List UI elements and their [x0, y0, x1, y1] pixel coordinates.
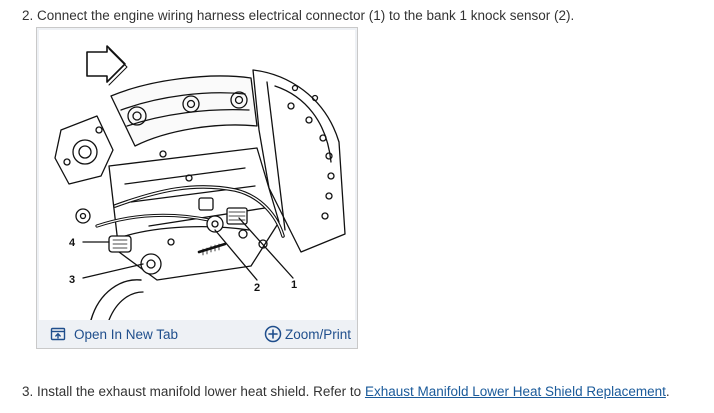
- step-3-instruction: 3. Install the exhaust manifold lower he…: [22, 383, 670, 401]
- open-in-new-tab-icon: [50, 327, 66, 341]
- step-2-instruction: 2. Connect the engine wiring harness ele…: [22, 7, 574, 25]
- engine-line-drawing: 4 3 2 1: [54, 45, 346, 320]
- figure-container: 4 3 2 1 Open In New Tab Zoom/Print: [36, 27, 358, 349]
- callout-2: 2: [254, 282, 260, 294]
- zoom-print-button[interactable]: Zoom/Print: [264, 325, 351, 343]
- zoom-plus-icon: [264, 325, 282, 343]
- callout-4: 4: [69, 237, 76, 249]
- step-2-text: 2. Connect the engine wiring harness ele…: [22, 8, 575, 23]
- step-3-suffix: .: [665, 384, 670, 399]
- step-3-text: 3. Install the exhaust manifold lower he…: [22, 384, 365, 399]
- callout-3: 3: [69, 274, 75, 286]
- open-in-new-tab-label: Open In New Tab: [74, 326, 179, 342]
- heat-shield-replacement-link[interactable]: Exhaust Manifold Lower Heat Shield Repla…: [364, 384, 666, 399]
- engine-illustration[interactable]: 4 3 2 1: [39, 30, 355, 320]
- zoom-print-label: Zoom/Print: [284, 326, 351, 342]
- figure-toolbar: Open In New Tab Zoom/Print: [37, 322, 357, 348]
- callout-1: 1: [291, 279, 297, 291]
- open-in-new-tab-button[interactable]: Open In New Tab: [50, 326, 178, 342]
